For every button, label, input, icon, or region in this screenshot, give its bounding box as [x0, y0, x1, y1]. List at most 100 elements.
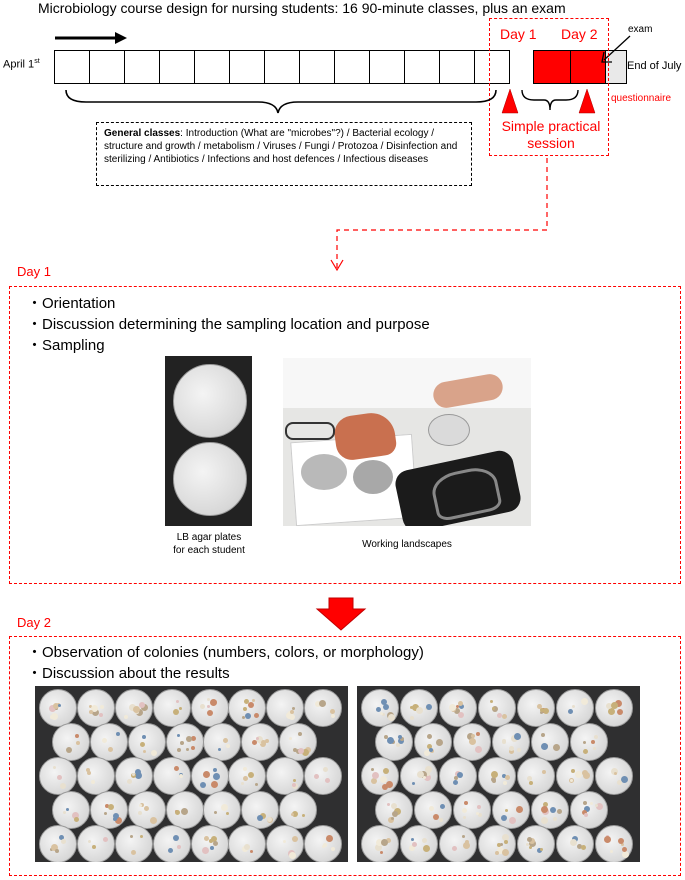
colony-spot — [589, 801, 593, 805]
colony-spot — [502, 849, 510, 857]
colony-plate — [478, 757, 516, 795]
colony-spot — [212, 840, 218, 846]
colony-spot — [173, 834, 180, 841]
colony-plate — [530, 723, 569, 761]
colony-plate — [152, 689, 191, 727]
colony-plate — [165, 791, 204, 829]
colony-spot — [130, 849, 136, 855]
colony-spot — [571, 768, 576, 773]
colony-spot — [247, 701, 254, 708]
colony-spot — [387, 816, 394, 823]
colony-spot — [428, 806, 434, 812]
general-class-cell — [159, 50, 195, 84]
colony-spot — [86, 767, 91, 772]
colony-spot — [489, 699, 493, 703]
colony-spot — [264, 739, 269, 744]
colony-spot — [458, 701, 464, 707]
colony-spot — [72, 811, 80, 819]
colony-spot — [580, 698, 588, 706]
general-classes-brace — [65, 89, 497, 114]
colony-spot — [255, 735, 263, 743]
colony-spot — [285, 712, 293, 720]
colony-plate — [76, 757, 115, 795]
colony-plate — [556, 689, 594, 727]
colony-spot — [259, 812, 266, 819]
colony-spot — [87, 771, 91, 775]
colony-spot — [391, 817, 395, 821]
colony-spot — [397, 735, 402, 740]
colony-spot — [104, 811, 108, 815]
colony-spot — [151, 749, 158, 756]
colony-spot — [391, 811, 398, 818]
day1-top-label: Day 1 — [500, 26, 537, 42]
colony-spot — [470, 734, 475, 739]
colony-spot — [315, 700, 322, 707]
colony-spot — [244, 699, 250, 705]
colony-spot — [133, 705, 141, 713]
colony-plate — [400, 825, 438, 862]
colony-plate — [413, 791, 452, 829]
practical-session-label: Simple practical session — [501, 118, 601, 151]
day1-cell — [533, 50, 571, 84]
colony-spot — [313, 774, 319, 779]
colony-spot — [102, 738, 108, 744]
day2-bullet-discussion: ・Discussion about the results — [27, 665, 230, 682]
colony-spot — [258, 741, 262, 745]
colony-spot — [412, 842, 418, 848]
colony-plate — [556, 825, 594, 862]
colony-spot — [245, 713, 252, 720]
colony-spot — [386, 781, 394, 789]
colony-spot — [527, 776, 533, 782]
general-class-cell — [474, 50, 510, 84]
colony-spot — [591, 739, 596, 744]
colony-spot — [140, 703, 148, 711]
colony-spot — [577, 844, 583, 850]
colony-plate — [595, 825, 633, 862]
timeline-bar — [54, 50, 627, 84]
colony-spot — [138, 804, 142, 808]
colony-spot — [134, 771, 142, 779]
colony-spot — [112, 816, 117, 821]
colony-spot — [92, 709, 100, 717]
colony-plate — [491, 723, 530, 761]
colony-spot — [453, 707, 460, 714]
colony-plate — [400, 689, 438, 727]
colony-spot — [583, 806, 590, 813]
colony-spot — [136, 708, 144, 716]
day1-to-day2-arrow — [315, 597, 367, 631]
colony-plate — [228, 757, 267, 795]
colony-spot — [393, 807, 401, 815]
colony-spot — [541, 805, 549, 813]
colony-plate — [165, 723, 204, 761]
colony-spot — [186, 748, 190, 752]
colony-spot — [380, 698, 387, 705]
colony-spot — [107, 747, 113, 753]
colony-spot — [528, 845, 532, 849]
colony-spot — [375, 844, 383, 852]
colony-spot — [541, 770, 546, 774]
colony-spot — [439, 817, 444, 822]
colony-spot — [177, 844, 182, 849]
colony-spot — [528, 781, 533, 786]
colony-plate — [203, 791, 242, 829]
end-date-label: End of July — [627, 60, 682, 72]
colony-spot — [175, 809, 181, 815]
colony-spot — [176, 747, 181, 752]
colony-spot — [56, 774, 62, 780]
colony-spot — [179, 706, 183, 710]
colony-spot — [149, 816, 157, 824]
colony-spot — [207, 698, 211, 702]
colony-spot — [375, 706, 381, 712]
colony-spot — [143, 805, 149, 811]
colony-spot — [65, 747, 72, 754]
colony-spot — [583, 748, 589, 754]
general-class-cell — [229, 50, 265, 84]
colony-spot — [116, 732, 121, 737]
colony-spot — [92, 844, 97, 849]
colony-plate — [361, 825, 399, 862]
colony-spot — [218, 747, 222, 751]
colony-plate — [190, 757, 229, 795]
colony-spot — [213, 810, 217, 814]
colony-plate — [517, 825, 555, 862]
colony-spot — [540, 817, 548, 825]
